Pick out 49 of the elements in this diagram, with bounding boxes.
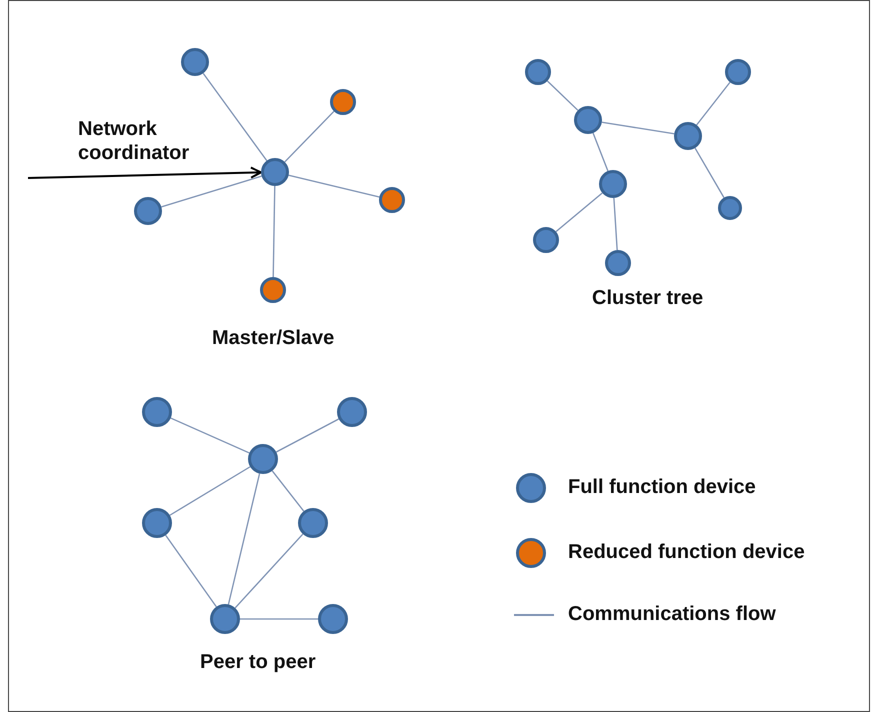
full-function-device-node <box>181 48 209 76</box>
reduced-function-device-node <box>330 89 356 115</box>
connection-line <box>546 80 578 111</box>
connection-line <box>272 470 304 512</box>
connection-line <box>170 466 250 516</box>
connection-line <box>592 132 609 172</box>
arrow <box>28 166 262 179</box>
connection-line <box>161 175 262 208</box>
full-function-device-node <box>142 397 172 427</box>
edge-label: Network coordinator <box>78 117 190 165</box>
connection-line <box>556 192 603 232</box>
connection-line <box>202 72 268 162</box>
connection-line <box>694 148 725 198</box>
legend-text: Reduced function device <box>568 540 805 564</box>
reduced-function-device-node <box>379 187 405 213</box>
connection-line <box>284 110 334 162</box>
connection-line <box>240 618 318 620</box>
connection-line <box>276 418 340 453</box>
connection-line <box>272 186 276 278</box>
full-function-device-node <box>605 250 631 276</box>
legend-text: Full function device <box>568 475 756 499</box>
connection-line <box>602 122 674 134</box>
reduced-function-device-node <box>260 277 286 303</box>
full-function-device-node <box>533 227 559 253</box>
connection-line <box>288 174 380 198</box>
full-function-device-node <box>261 158 289 186</box>
full-function-device-node <box>318 604 348 634</box>
full-function-device-node <box>142 508 172 538</box>
diagram-caption: Master/Slave <box>212 326 334 350</box>
full-function-device-node <box>337 397 367 427</box>
connection-line <box>234 534 304 608</box>
connection-line <box>165 534 217 608</box>
full-function-device-node <box>248 444 278 474</box>
full-function-device-node <box>525 59 551 85</box>
full-function-device-node <box>298 508 328 538</box>
legend-text: Communications flow <box>568 602 776 626</box>
full-function-device-node <box>674 122 702 150</box>
full-function-device-node <box>599 170 627 198</box>
diagram-caption: Cluster tree <box>592 286 704 310</box>
full-function-device-node <box>134 197 162 225</box>
full-function-device-node <box>574 106 602 134</box>
full-function-device-node <box>725 59 751 85</box>
connection-line <box>170 417 250 454</box>
connection-line <box>613 198 618 250</box>
connection-line <box>696 82 730 126</box>
connection-line <box>228 473 260 605</box>
full-function-device-node <box>210 604 240 634</box>
diagram-caption: Peer to peer <box>200 650 316 674</box>
full-function-device-node <box>718 196 742 220</box>
